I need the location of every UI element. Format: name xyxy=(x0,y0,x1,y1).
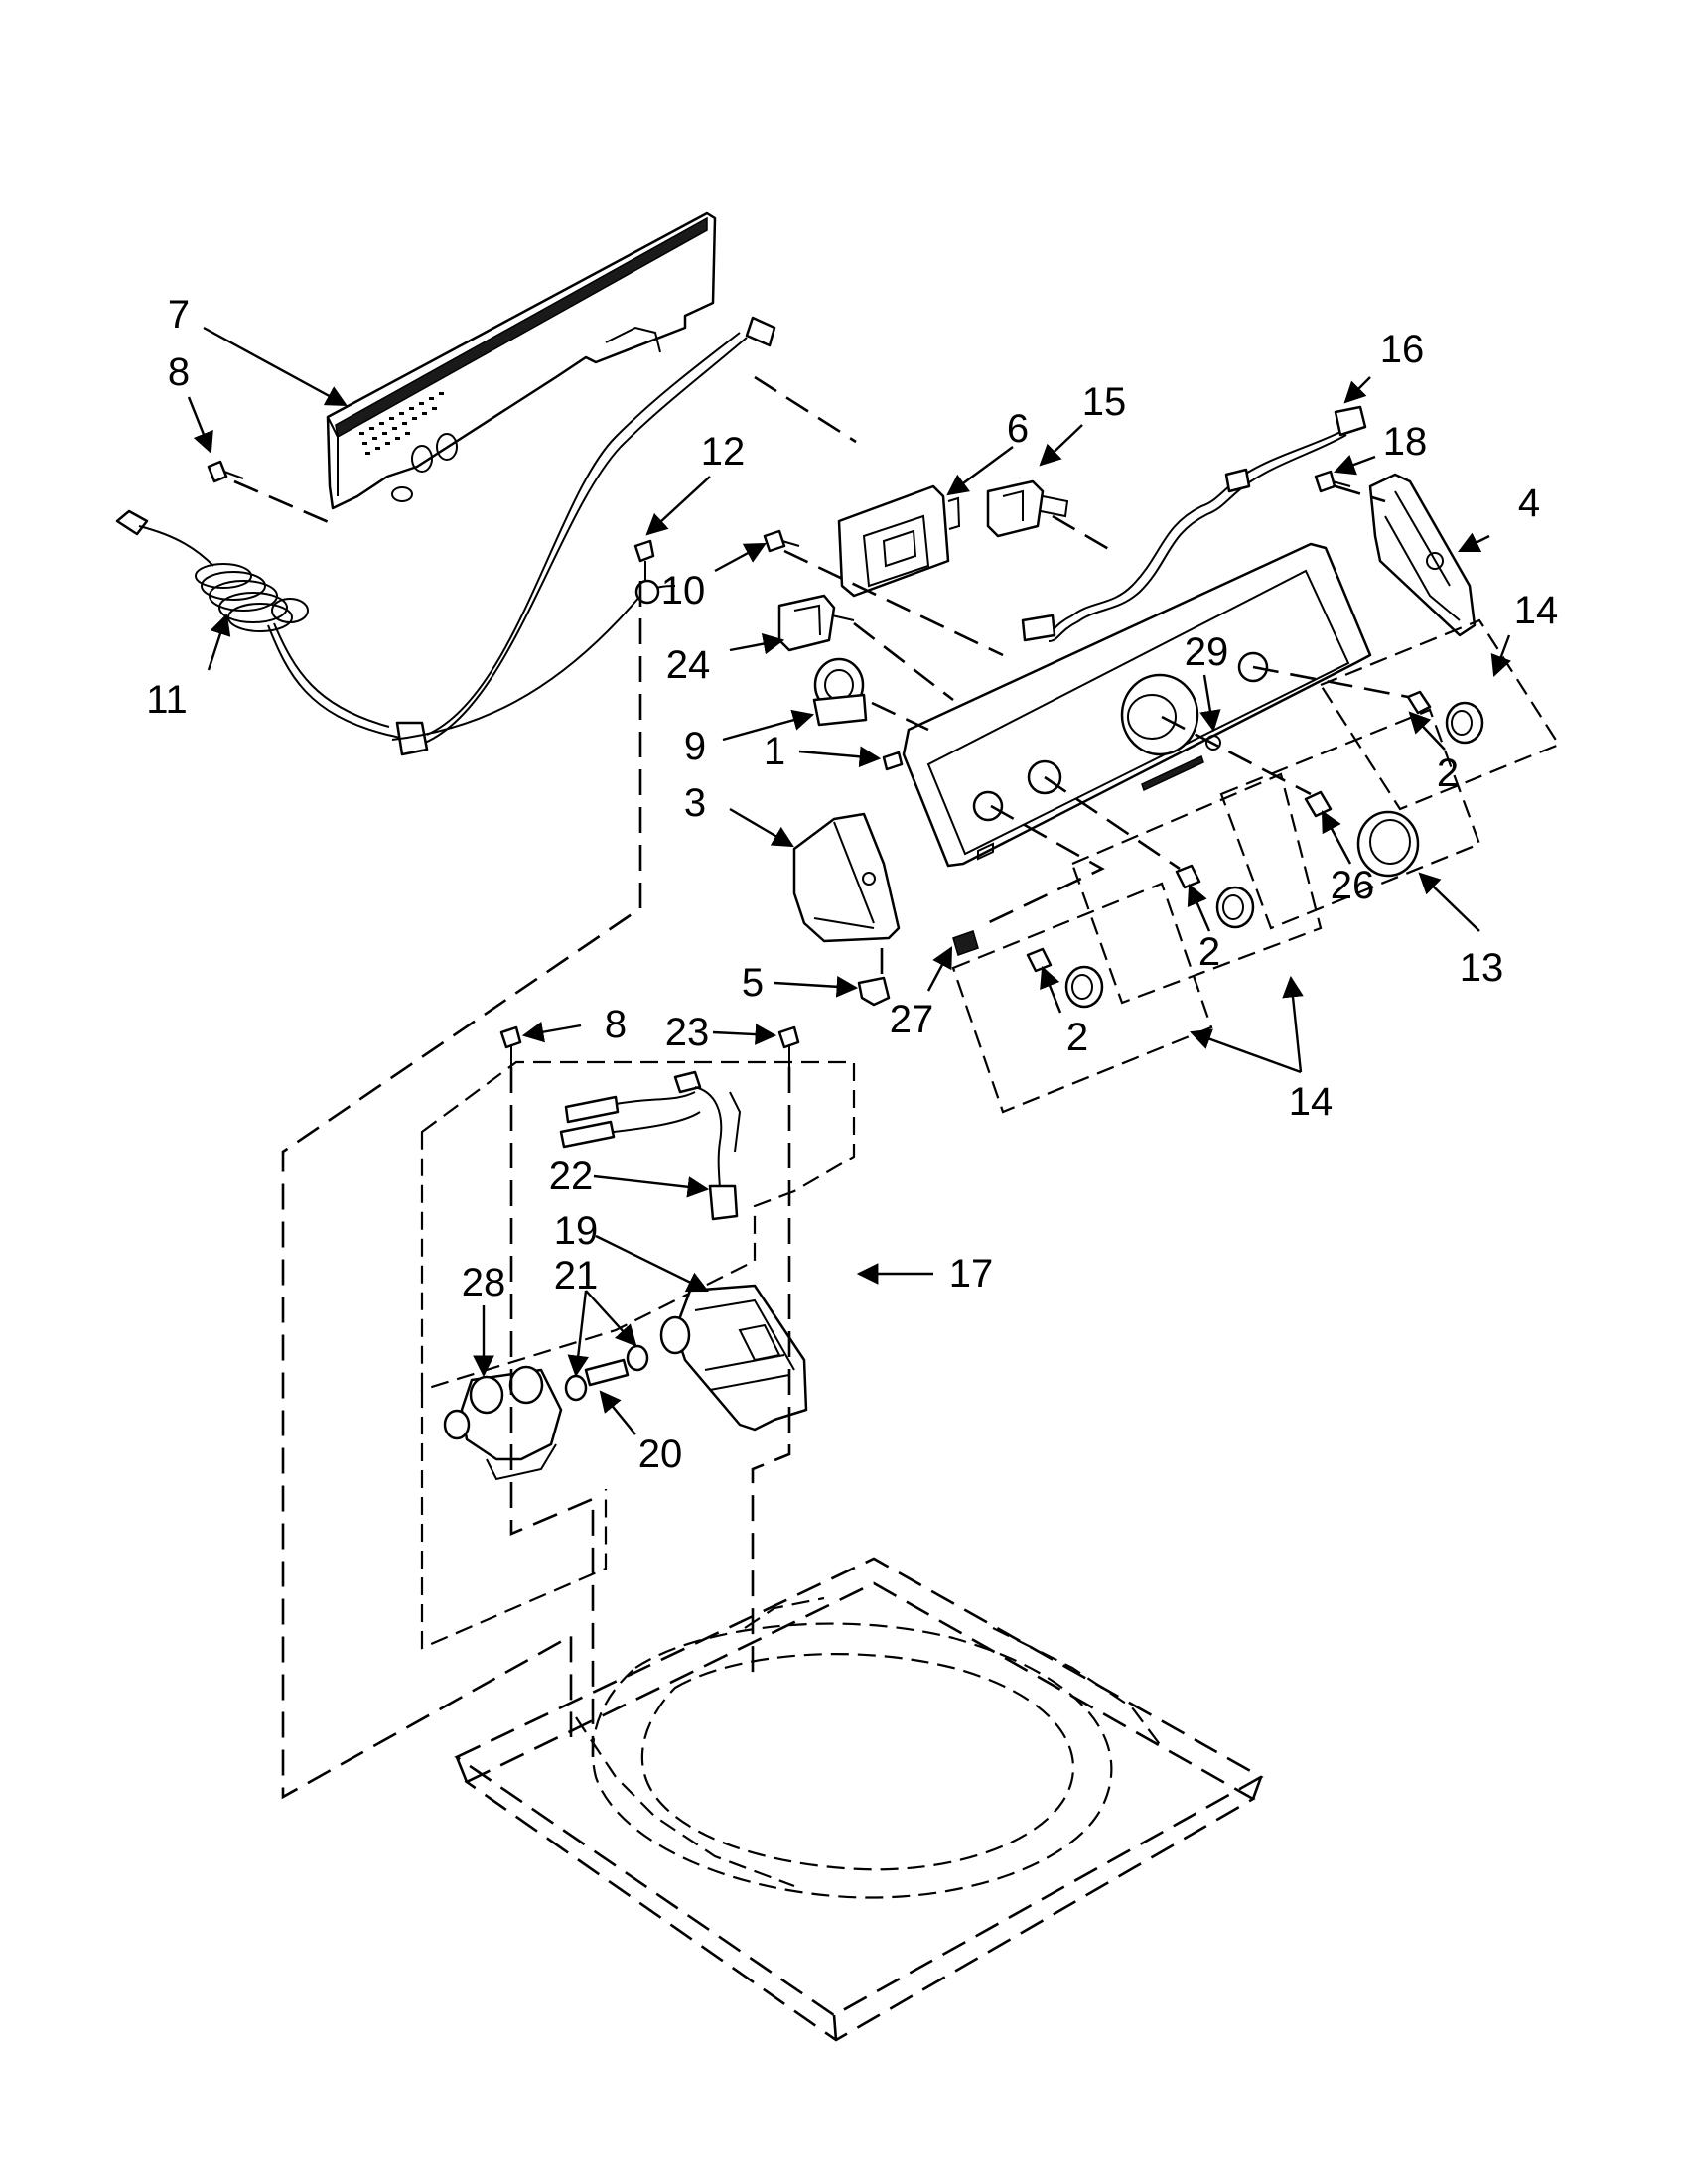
clip-small xyxy=(882,751,904,771)
control-board xyxy=(837,484,961,598)
callout-3: 3 xyxy=(684,781,706,825)
callout-2: 2 xyxy=(1437,751,1459,795)
indicator-lens xyxy=(952,930,979,956)
callout-22: 22 xyxy=(549,1155,594,1198)
callout-19: 19 xyxy=(554,1209,599,1253)
pressure-switch xyxy=(812,657,868,727)
callout-8: 8 xyxy=(168,350,190,394)
callout-20: 20 xyxy=(638,1433,683,1476)
knob-assembly-center xyxy=(1304,790,1420,878)
knob-assembly-left xyxy=(1026,947,1104,1009)
callout-8: 8 xyxy=(605,1003,627,1046)
callout-16: 16 xyxy=(1380,328,1425,371)
knob-assembly-middle xyxy=(1175,864,1255,929)
water-valve-assembly xyxy=(420,1025,856,1650)
callout-12: 12 xyxy=(701,430,746,474)
callout-17: 17 xyxy=(949,1252,994,1296)
callout-14: 14 xyxy=(1514,589,1559,632)
ground-screw xyxy=(633,539,655,581)
callout-arrows xyxy=(187,326,1511,1435)
callout-2: 2 xyxy=(1066,1016,1088,1059)
callout-13: 13 xyxy=(1460,946,1504,990)
callout-9: 9 xyxy=(684,725,706,768)
board-screw xyxy=(763,529,800,553)
callout-6: 6 xyxy=(1007,407,1029,451)
callout-23: 23 xyxy=(665,1011,710,1054)
callout-4: 4 xyxy=(1518,481,1540,525)
knob-assembly-right xyxy=(1406,690,1484,745)
callout-24: 24 xyxy=(666,643,711,687)
lid-switch xyxy=(986,479,1069,538)
callout-15: 15 xyxy=(1082,380,1127,424)
callout-10: 10 xyxy=(661,569,706,613)
end-cap-right xyxy=(1368,473,1477,637)
selector-switch xyxy=(777,594,855,652)
top-cabinet xyxy=(454,1557,1264,2042)
bracket-screw xyxy=(1314,470,1351,493)
callout-labels: 1 2 2 2 2 3 4 5 6 7 8 8 9 10 11 12 13 14… xyxy=(146,293,1558,1476)
control-console xyxy=(902,542,1372,868)
callout-29: 29 xyxy=(1185,630,1229,674)
callout-5: 5 xyxy=(742,961,764,1005)
callout-21: 21 xyxy=(554,1254,599,1297)
callout-18: 18 xyxy=(1383,420,1428,464)
callout-27: 27 xyxy=(890,998,934,1041)
console-clip xyxy=(857,976,891,1007)
end-cap-left xyxy=(792,812,901,943)
callout-26: 26 xyxy=(1331,864,1375,907)
callout-1: 1 xyxy=(764,730,785,773)
callout-28: 28 xyxy=(462,1261,506,1304)
rear-panel xyxy=(326,211,717,510)
wire-harness xyxy=(1021,405,1367,642)
knob-kit-outlines xyxy=(951,618,1561,1114)
callout-14: 14 xyxy=(1289,1080,1334,1124)
assembly-lines xyxy=(233,375,1409,1800)
callout-7: 7 xyxy=(168,293,190,337)
callout-11: 11 xyxy=(146,678,188,722)
screw-top-left xyxy=(207,460,244,483)
callout-2: 2 xyxy=(1198,930,1220,974)
